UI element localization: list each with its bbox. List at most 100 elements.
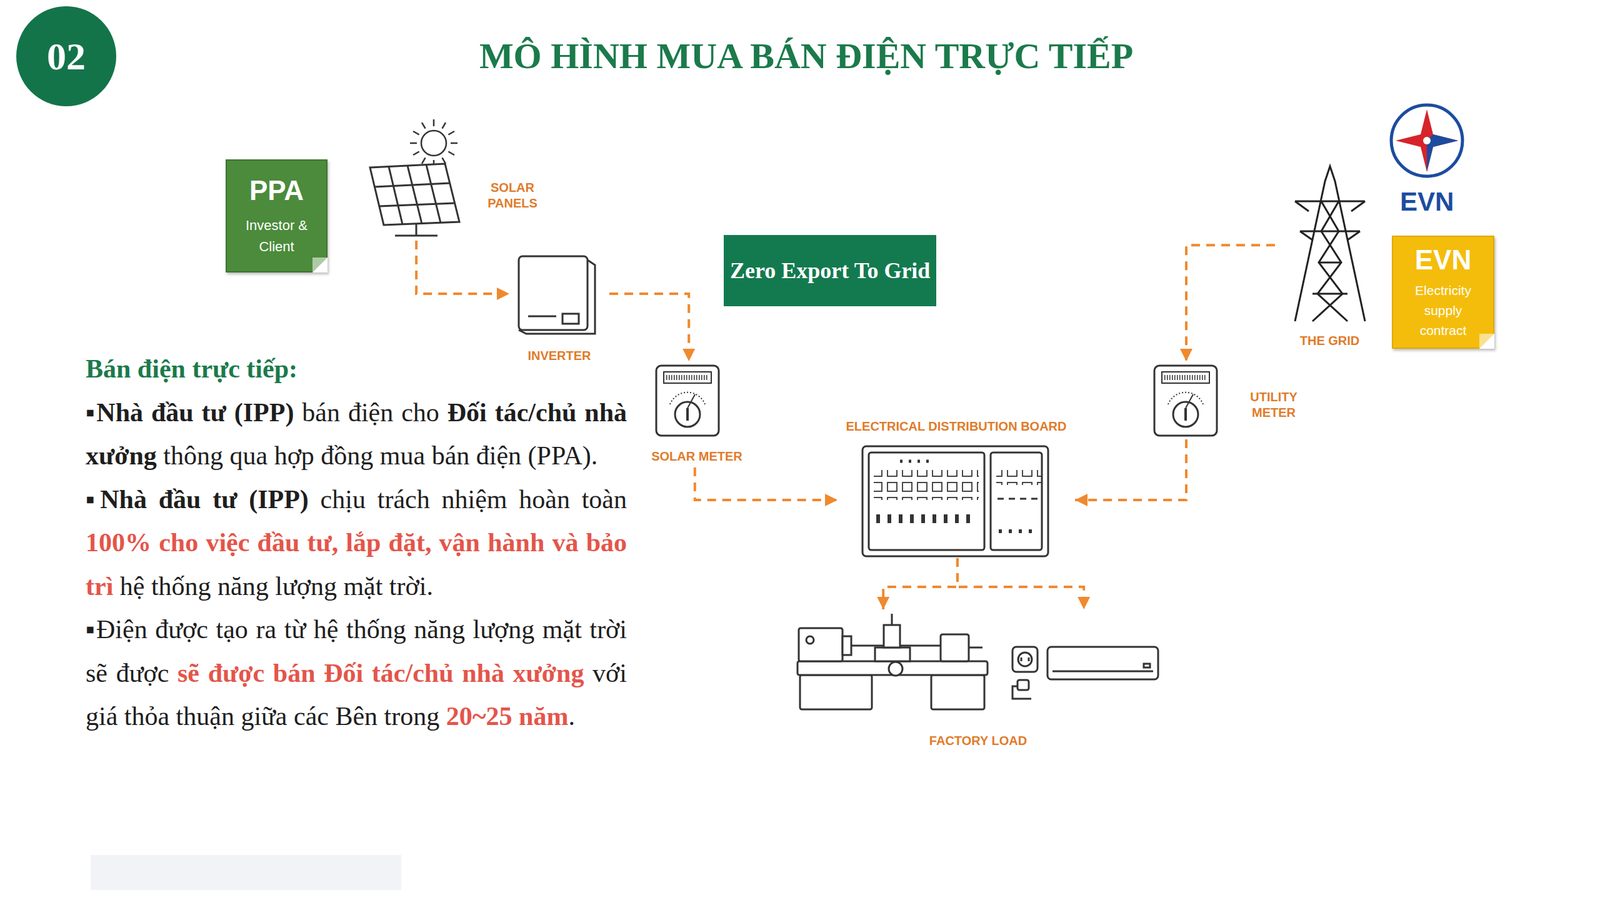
sun-icon <box>421 130 447 156</box>
distribution-board-node: ELECTRICAL DISTRIBUTION BOARD <box>837 417 1075 559</box>
socket-icon <box>1012 646 1038 672</box>
node-text: UTILITY METER <box>1242 389 1305 421</box>
distribution-board-icon <box>900 460 932 464</box>
connector-line <box>883 558 958 610</box>
logo-text: EVN <box>1400 186 1454 217</box>
paragraph: ▪Nhà đầu tư (IPP) chịu trách nhiệm hoàn … <box>85 478 627 609</box>
solar-panel-icon <box>407 165 422 224</box>
node-text: EVN <box>1415 244 1472 276</box>
inverter-node: INVERTER <box>509 250 610 369</box>
inverter-icon <box>518 256 595 334</box>
connector <box>1180 245 1275 362</box>
lathe-icon <box>797 661 988 675</box>
lathe-icon <box>798 628 843 662</box>
body-text: ▪Nhà đầu tư (IPP) <box>85 485 309 514</box>
socket-icon <box>1017 680 1029 690</box>
lathe-icon <box>842 636 852 655</box>
utility-meter-node: UTILITY METER <box>1150 361 1313 440</box>
solar-panel-node: SOLAR PANELS <box>362 118 550 241</box>
arrowhead <box>1075 493 1088 507</box>
evn-logo <box>1395 109 1459 172</box>
inverter-icon <box>518 256 588 330</box>
connector <box>1075 439 1187 507</box>
grid-node: THE GRID <box>1275 161 1385 352</box>
node-text: FACTORY LOAD <box>790 733 1166 749</box>
evn-logo <box>1391 105 1463 177</box>
distribution-board-icon <box>997 498 1038 500</box>
arrowhead <box>876 596 890 610</box>
body-text: thông qua hợp đồng mua bán điện (PPA). <box>156 441 598 470</box>
node-text: Electricity supply contract <box>1402 280 1484 341</box>
inverter-icon <box>562 313 579 324</box>
lathe-icon <box>875 647 910 662</box>
body-text: . <box>568 701 575 731</box>
body-text: 20~25 năm <box>446 701 569 731</box>
evn-logo <box>1423 136 1431 145</box>
connector-line <box>1186 245 1275 362</box>
grid-tower-icon <box>1295 200 1365 203</box>
sun-ray <box>442 157 447 164</box>
sun-ray <box>433 119 435 127</box>
utility-meter-icon <box>1154 365 1217 436</box>
socket-icon <box>1028 657 1030 662</box>
lathe-icon <box>968 646 983 649</box>
sun-ray <box>442 122 447 129</box>
evn-logo <box>1426 134 1459 172</box>
distribution-board-icon <box>862 446 1049 557</box>
lathe-icon <box>940 634 969 662</box>
node-text: ELECTRICAL DISTRIBUTION BOARD <box>837 418 1075 435</box>
socket-icon <box>1012 686 1032 699</box>
paragraph: Bán điện trực tiếp: <box>85 347 627 392</box>
lathe-icon <box>883 625 900 648</box>
air-conditioner-icon <box>1143 663 1150 668</box>
sun-ray <box>413 131 420 135</box>
grid-tower-icon <box>1295 201 1309 212</box>
connector-line <box>1075 439 1187 500</box>
node-text: Zero Export To Grid <box>730 255 930 287</box>
lathe-icon <box>806 636 814 644</box>
arrowhead <box>1077 596 1090 610</box>
ppa-box: PPAInvestor & Client <box>225 159 328 273</box>
connector-line <box>416 240 510 294</box>
lathe-icon <box>888 661 903 676</box>
distribution-board-icon <box>873 470 979 500</box>
grid-tower-icon <box>1300 230 1360 233</box>
evn-contract-box: EVN Electricity supply contract <box>1391 235 1495 349</box>
grid-tower-icon <box>1318 261 1342 264</box>
socket-icon <box>1020 657 1023 662</box>
node-text: SOLAR METER <box>646 448 747 465</box>
air-conditioner-icon <box>1047 646 1159 680</box>
distribution-board-icon <box>862 446 1049 557</box>
solar-panel-icon <box>370 163 460 236</box>
grid-tower-icon <box>1295 166 1365 322</box>
paragraph: ▪Nhà đầu tư (IPP) bán điện cho Đối tác/c… <box>85 391 627 479</box>
sun-ray <box>450 142 458 145</box>
paragraph: ▪Điện được tạo ra từ hệ thống năng lượng… <box>85 608 627 739</box>
body-text: hệ thống năng lượng mặt trời. <box>113 571 434 601</box>
body-text: Bán điện trực tiếp: <box>85 354 298 384</box>
connector <box>416 240 510 300</box>
solar-panel-icon <box>426 165 441 224</box>
sun-ray <box>448 131 455 135</box>
connector-line <box>957 558 1084 610</box>
solar-panel-icon <box>415 223 418 235</box>
solar-panel-icon <box>370 163 460 225</box>
factory-load-node: FACTORY LOAD <box>790 609 1166 757</box>
arrowhead <box>825 493 838 507</box>
body-text: ▪Nhà đầu tư (IPP) <box>85 398 294 427</box>
connector-line <box>609 293 689 362</box>
body-text: sẽ được bán Đối tác/chủ nhà xưởng <box>177 658 584 688</box>
connector <box>695 467 838 507</box>
inverter-icon <box>528 315 557 318</box>
sun-ray <box>410 142 417 145</box>
distribution-board-icon <box>990 452 1042 550</box>
node-text: SOLAR PANELS <box>481 180 544 212</box>
connector <box>609 293 695 362</box>
distribution-board-icon <box>996 470 1042 485</box>
socket-icon <box>1018 652 1032 667</box>
distribution-board-icon <box>998 529 1038 534</box>
solar-panel-icon <box>378 203 455 207</box>
body-text: bán điện cho <box>293 398 447 427</box>
connector-line <box>695 467 838 500</box>
lathe-icon <box>931 675 985 710</box>
